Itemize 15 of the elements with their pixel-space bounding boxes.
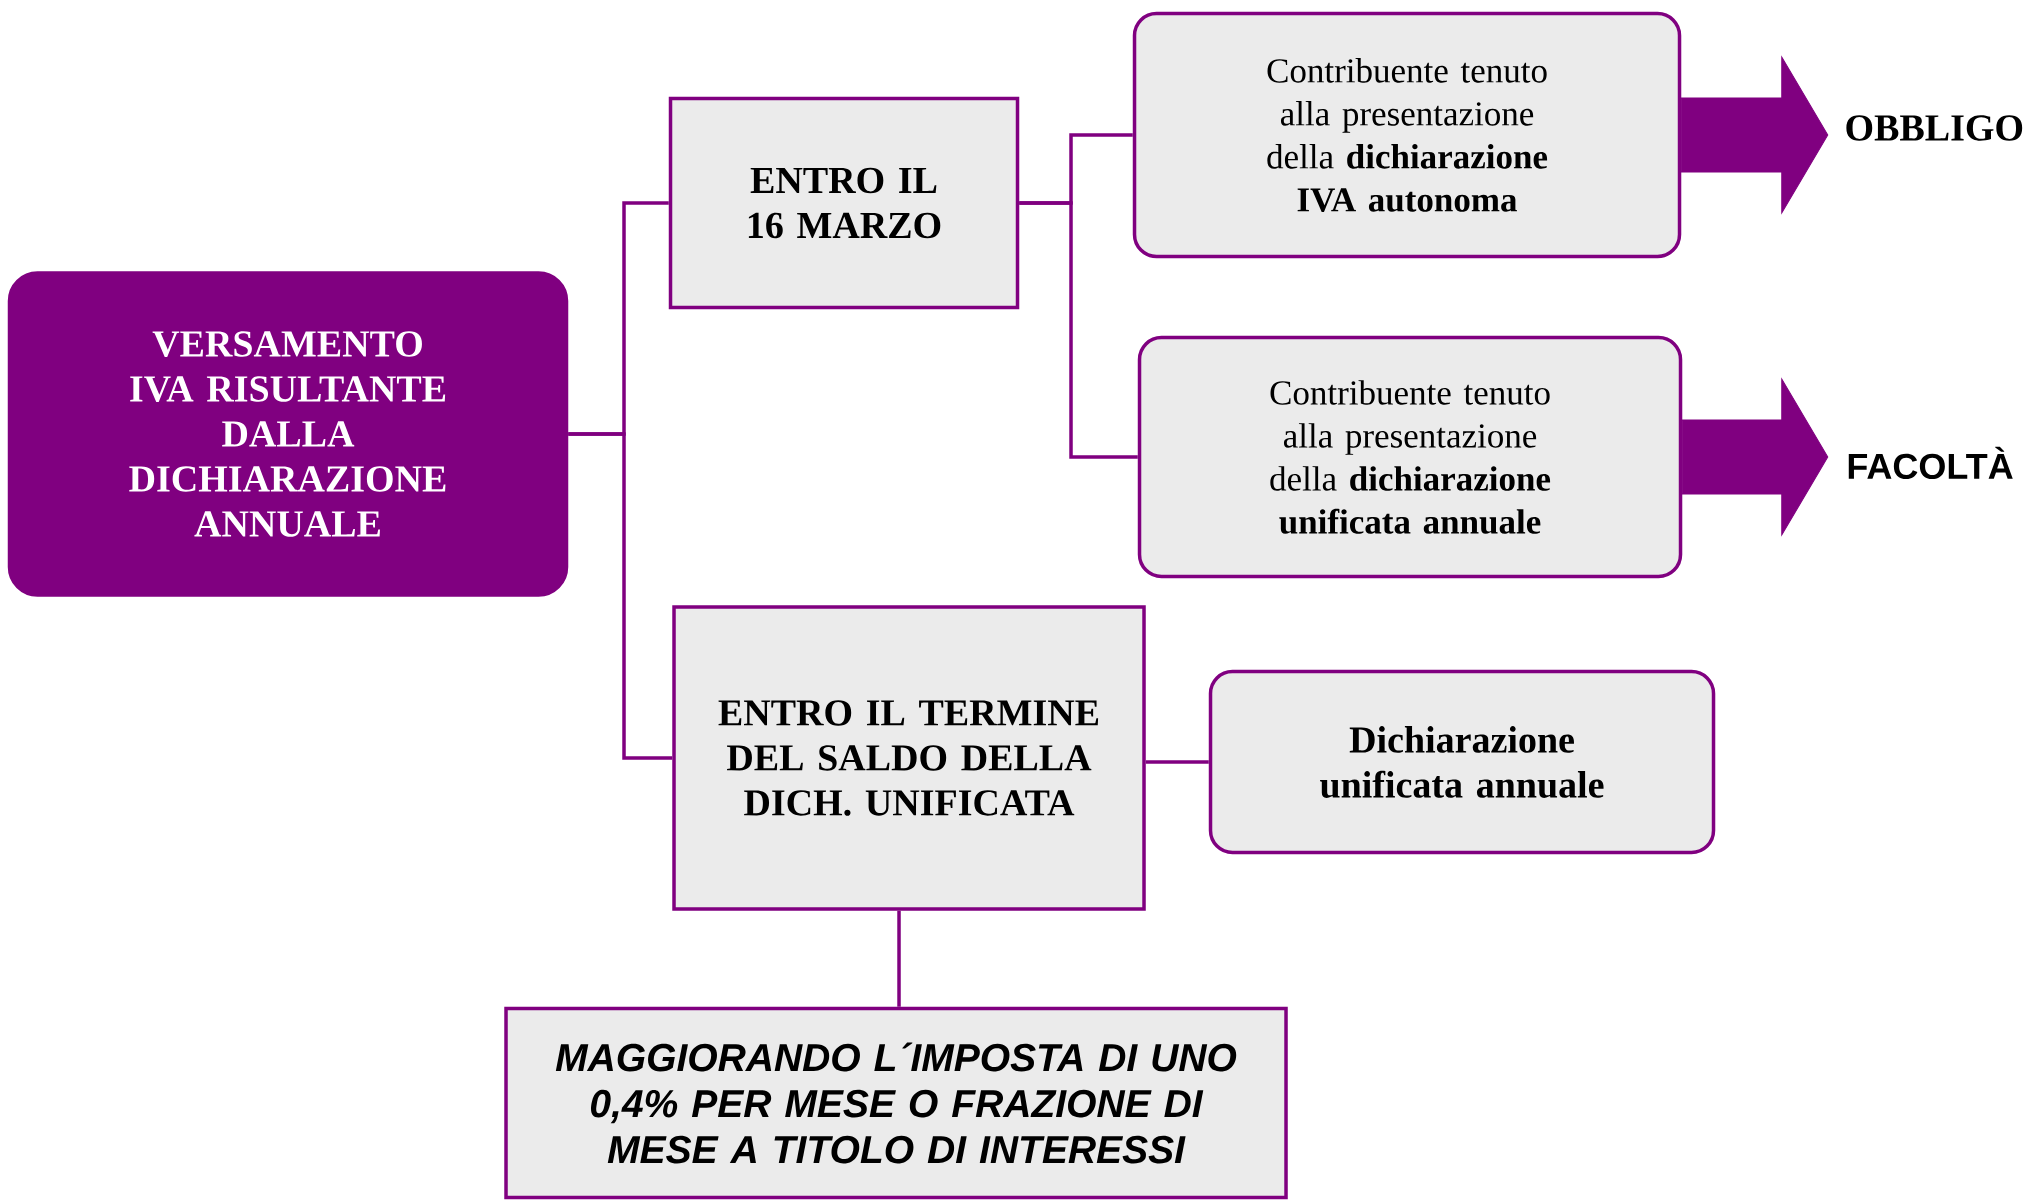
result-label: FACOLTÀ <box>1848 446 2013 480</box>
result-label: OBBLIGO <box>1846 115 2023 141</box>
block-arrow <box>1680 56 1829 214</box>
info-box: Contribuente tenuto alla presentazione della dichiarazione unificata annuale <box>1137 335 1683 579</box>
connector-line <box>1145 760 1209 764</box>
block-arrow <box>1681 378 1829 536</box>
info-box: Dichiarazione unificata annuale <box>1208 669 1716 855</box>
title-box: VERSAMENTO IVA RISULTANTE DALLA DICHIARAZIONE ANNUALE <box>7 271 569 597</box>
process-box: ENTRO IL TERMINE DEL SALDO DELLA DICH. UNIFICATA <box>672 605 1146 911</box>
connector-line <box>1019 201 1138 459</box>
info-box: Contribuente tenuto alla presentazione della dichiarazione IVA autonoma <box>1132 11 1682 259</box>
connector-line <box>568 432 673 760</box>
process-box: ENTRO IL 16 MARZO <box>668 96 1020 310</box>
connector-line <box>897 910 901 1007</box>
note-box: MAGGIORANDO L´IMPOSTA DI UNO 0,4% PER MESE O FRAZIONE DI MESE A TITOLO DI INTERESSI <box>504 1006 1288 1200</box>
